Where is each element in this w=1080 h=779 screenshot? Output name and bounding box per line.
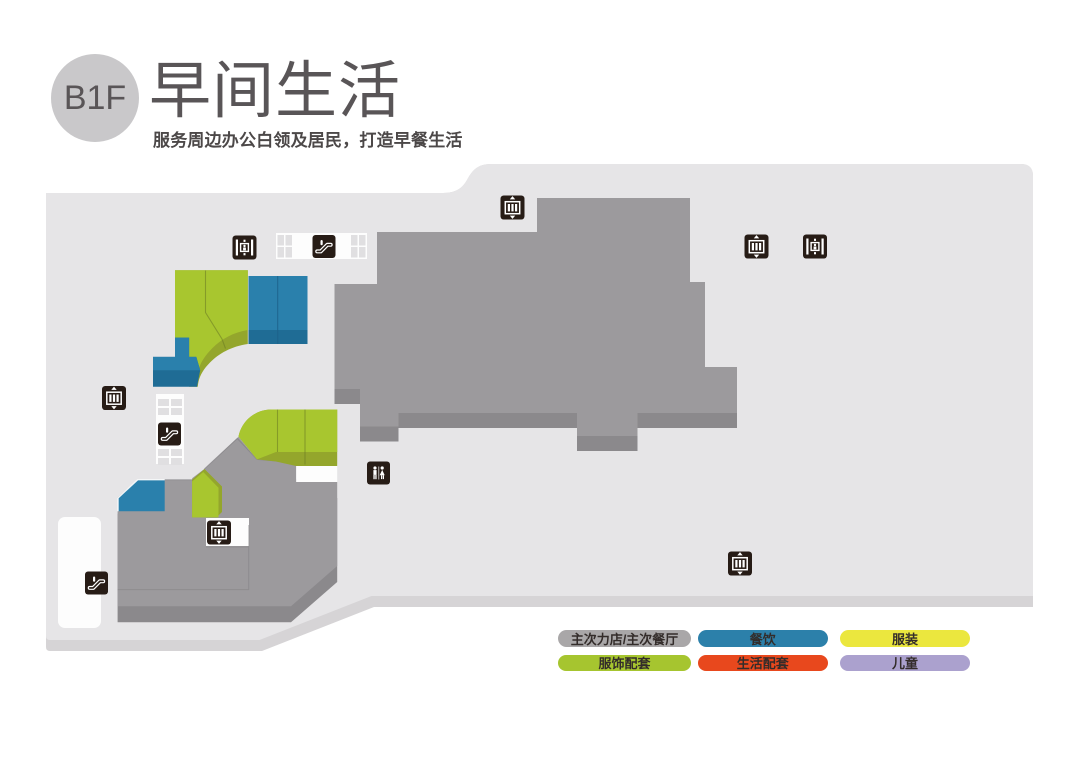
anchor-store-north — [334, 198, 737, 451]
escalator-icon — [83, 569, 110, 597]
elevator-icon — [101, 385, 127, 411]
legend-item-apparel: 服装 — [840, 630, 970, 647]
catering-unit-north — [248, 276, 308, 344]
page-title: 早间生活 — [149, 57, 402, 126]
escalator-icon — [156, 420, 183, 448]
apparel-unit-pentagon — [192, 469, 222, 518]
catering-unit-small — [153, 337, 201, 387]
toilet-icon — [367, 461, 390, 485]
elevator-icon — [206, 519, 232, 546]
legend-item-anchor: 主次力店/主次餐厅 — [558, 630, 691, 647]
elevator-doors-icon — [802, 233, 828, 260]
catering-unit-southwest — [117, 479, 165, 512]
service-room — [296, 464, 338, 482]
page-subtitle: 服务周边办公白领及居民，打造早餐生活 — [153, 131, 463, 150]
legend-item-accessories: 服饰配套 — [558, 654, 691, 671]
legend-item-catering: 餐饮 — [698, 630, 828, 647]
elevator-icon — [743, 233, 770, 260]
legend-label: 儿童 — [891, 656, 918, 671]
elevator-icon — [499, 194, 526, 221]
lobby-room — [58, 517, 101, 628]
elevator-doors-icon — [231, 234, 258, 261]
apparel-unit-fan — [238, 409, 338, 466]
legend-label: 餐饮 — [749, 631, 776, 647]
legend-item-kids: 儿童 — [840, 654, 970, 671]
legend-label: 生活配套 — [736, 656, 789, 671]
legend-label: 主次力店/主次餐厅 — [570, 631, 679, 647]
floor-badge: B1F — [51, 54, 139, 142]
legend-label: 服饰配套 — [598, 656, 651, 671]
legend-label: 服装 — [891, 631, 918, 647]
escalator-icon — [310, 233, 338, 260]
legend-item-lifestyle: 生活配套 — [698, 654, 828, 671]
elevator-icon — [727, 550, 753, 577]
